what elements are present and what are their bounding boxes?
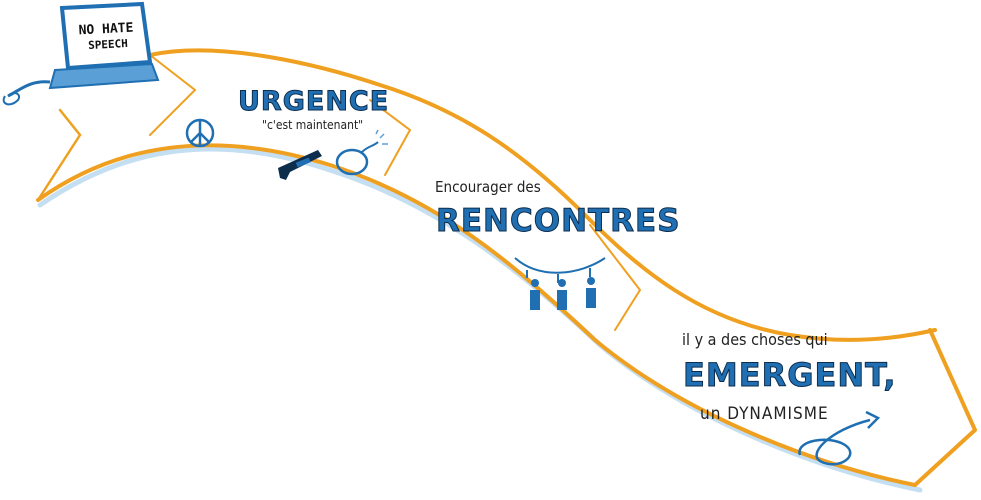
people-icon bbox=[514, 257, 606, 310]
step2-intro: Encourager des bbox=[435, 178, 541, 196]
peace-icon bbox=[185, 118, 215, 148]
ribbon-top-edge bbox=[148, 48, 937, 342]
ribbon-shadow bbox=[37, 146, 923, 493]
step1-title: URGENCE bbox=[237, 86, 390, 118]
step3-outro: un DYNAMISME bbox=[700, 404, 829, 424]
ribbon-fold-1 bbox=[369, 99, 412, 176]
step3-intro: il y a des choses qui bbox=[682, 330, 828, 349]
rifle-icon bbox=[278, 150, 322, 180]
ribbon-left-fold bbox=[36, 108, 82, 202]
swirl-arrow-icon bbox=[798, 410, 881, 466]
ribbon-bottom-edge bbox=[36, 143, 917, 487]
step3-title: EMERGENT, bbox=[683, 356, 897, 395]
step2-title: RENCONTRES bbox=[436, 203, 681, 240]
ribbon-right-end bbox=[913, 328, 977, 487]
ribbon-fold-2 bbox=[589, 224, 642, 331]
bomb-icon bbox=[335, 129, 388, 176]
step1-quote: "c'est maintenant" bbox=[262, 118, 364, 132]
laptop-icon bbox=[2, 1, 160, 106]
